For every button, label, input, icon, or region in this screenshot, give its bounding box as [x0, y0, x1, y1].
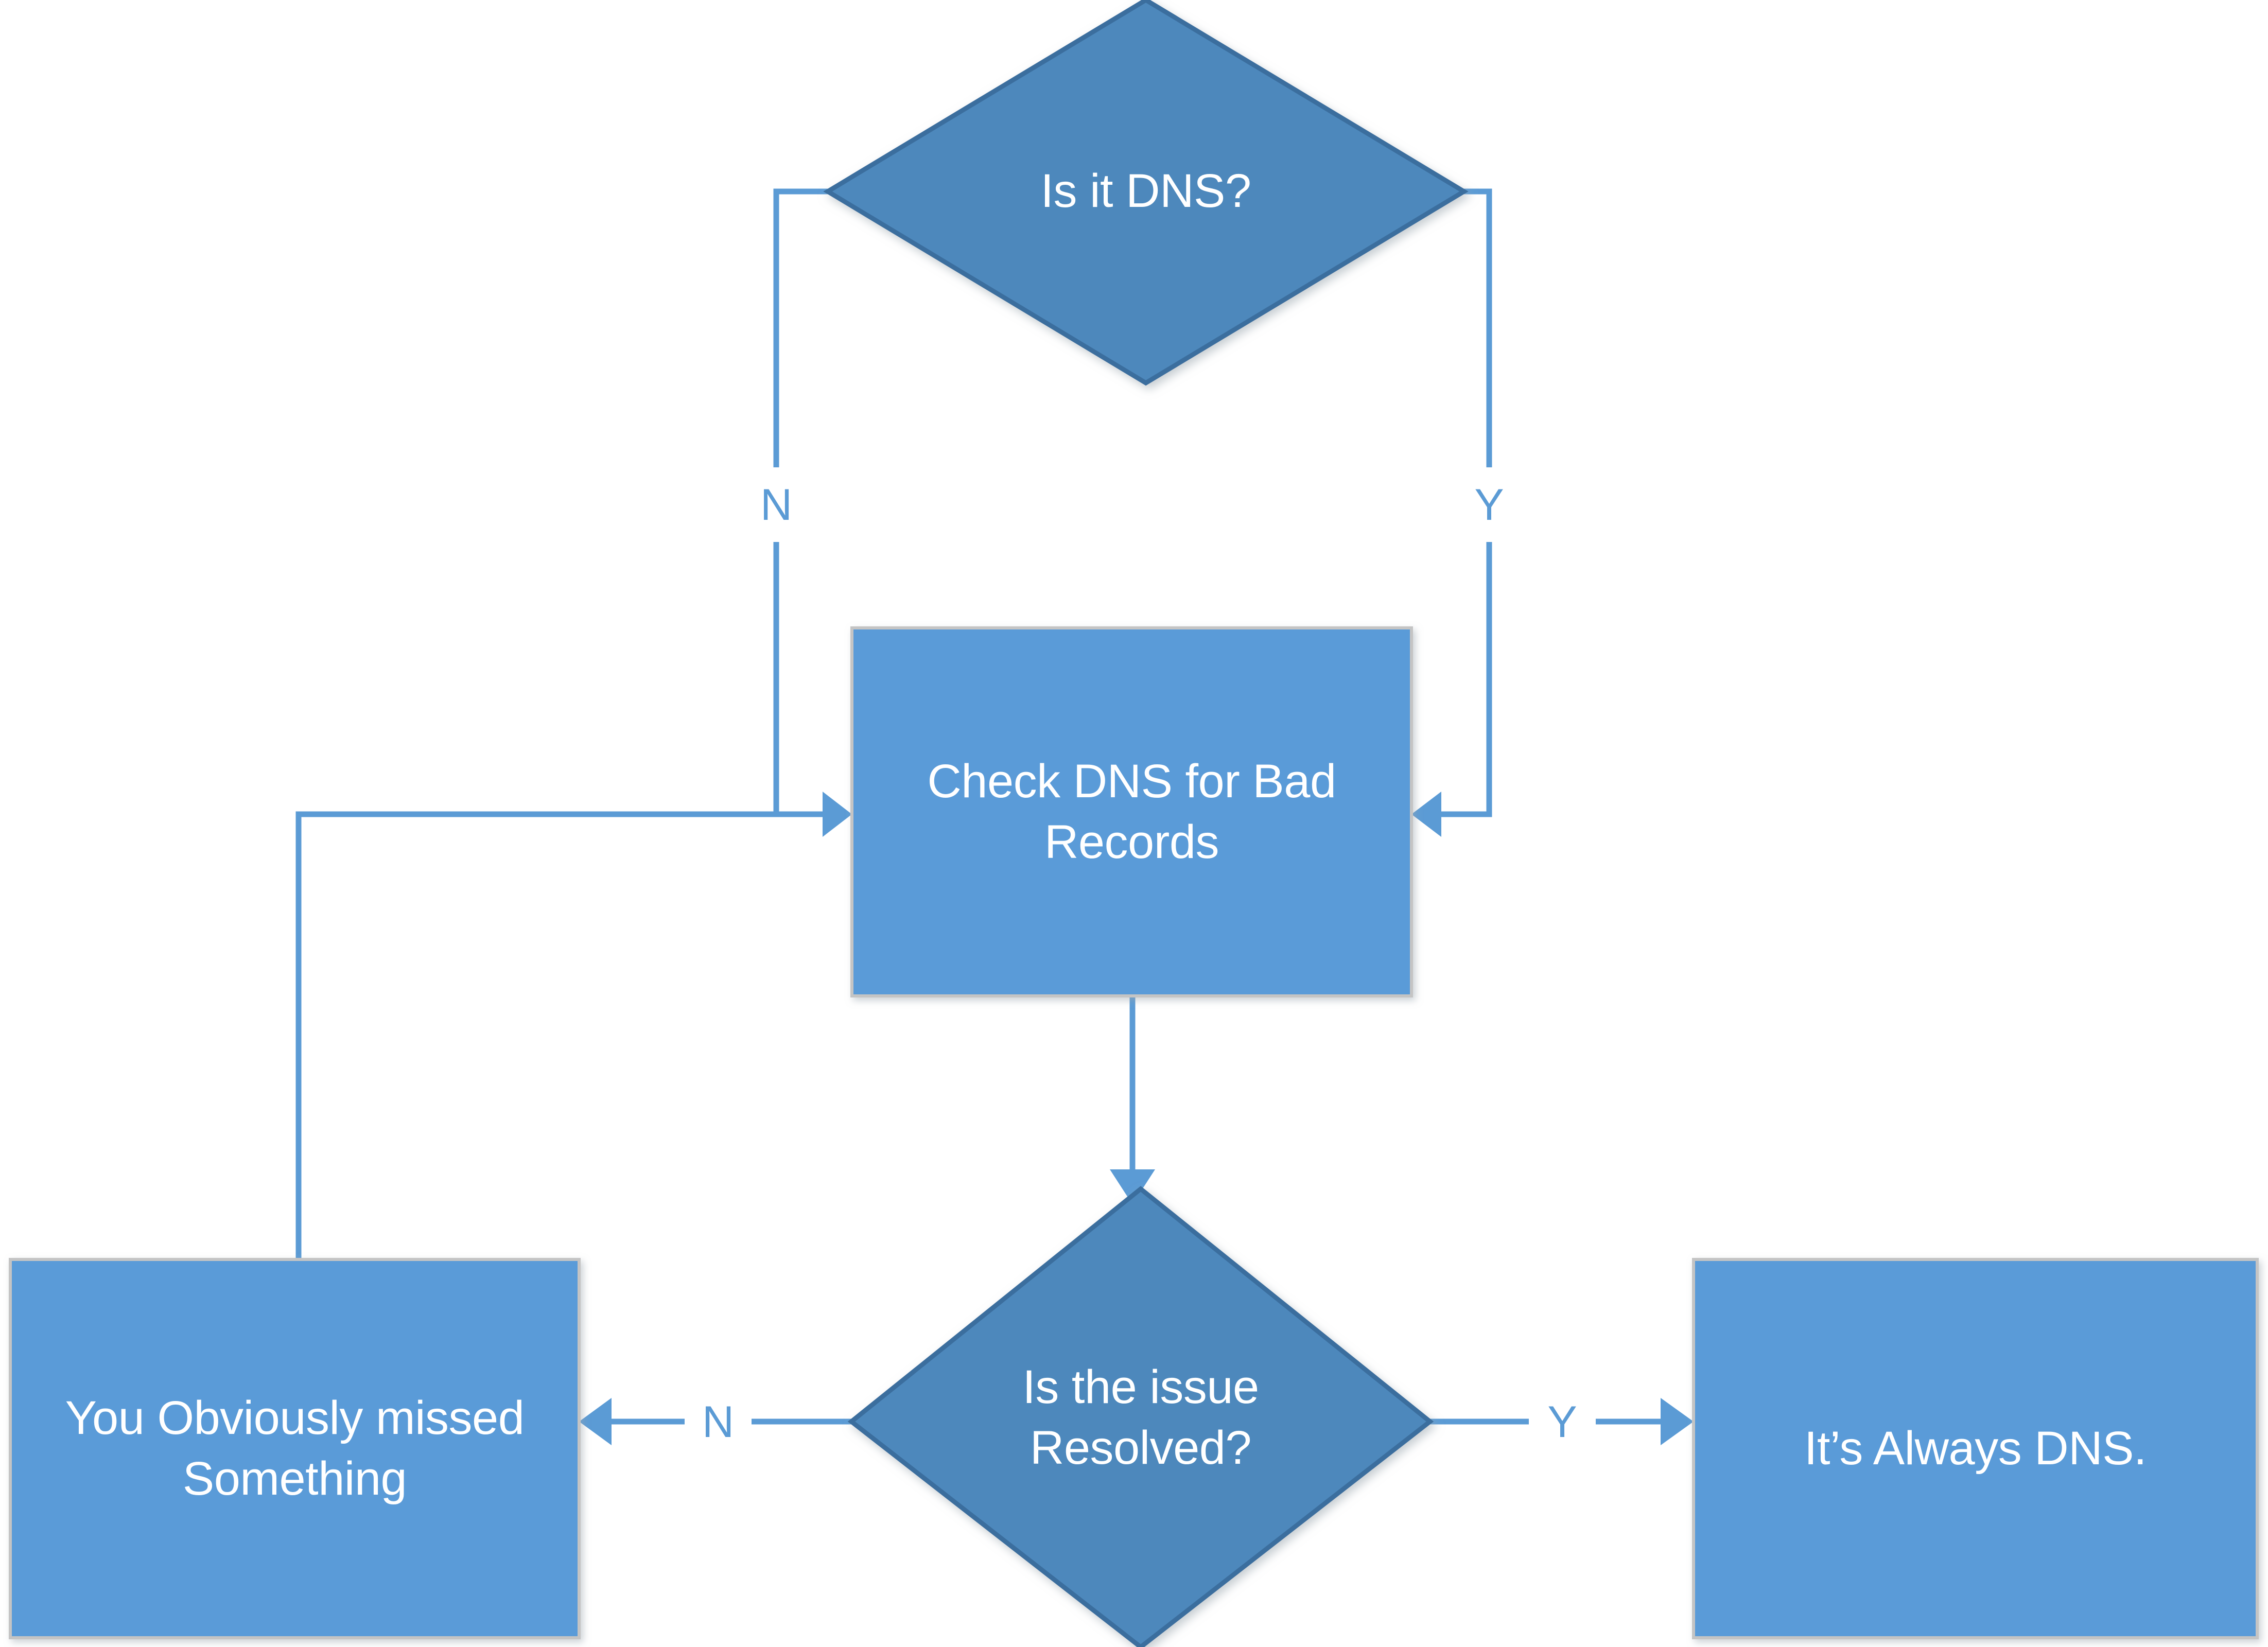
node-missed-something-shape[interactable] — [9, 1258, 581, 1639]
arrowhead-into-check-dns-left — [823, 792, 852, 837]
arrowhead-into-resolved-top — [1110, 1169, 1155, 1204]
edge-label-dns-no: N — [743, 467, 810, 542]
arrowhead-into-always-dns — [1661, 1398, 1694, 1445]
edge-missed-loop-path — [295, 811, 833, 1259]
edge-label-resolved-yes: Y — [1529, 1385, 1596, 1459]
node-check-dns-shape[interactable] — [850, 626, 1413, 997]
node-is-resolved-shape[interactable] — [847, 1186, 1434, 1647]
node-always-dns-shape[interactable] — [1692, 1258, 2259, 1639]
arrowhead-into-missed-something — [579, 1398, 612, 1445]
arrowhead-into-check-dns-right — [1411, 792, 1441, 837]
edge-label-dns-yes: Y — [1456, 467, 1523, 542]
node-is-it-dns-shape[interactable] — [823, 0, 1469, 386]
arrowhead-layer — [579, 792, 1694, 1445]
edge-label-resolved-no: N — [685, 1385, 752, 1459]
